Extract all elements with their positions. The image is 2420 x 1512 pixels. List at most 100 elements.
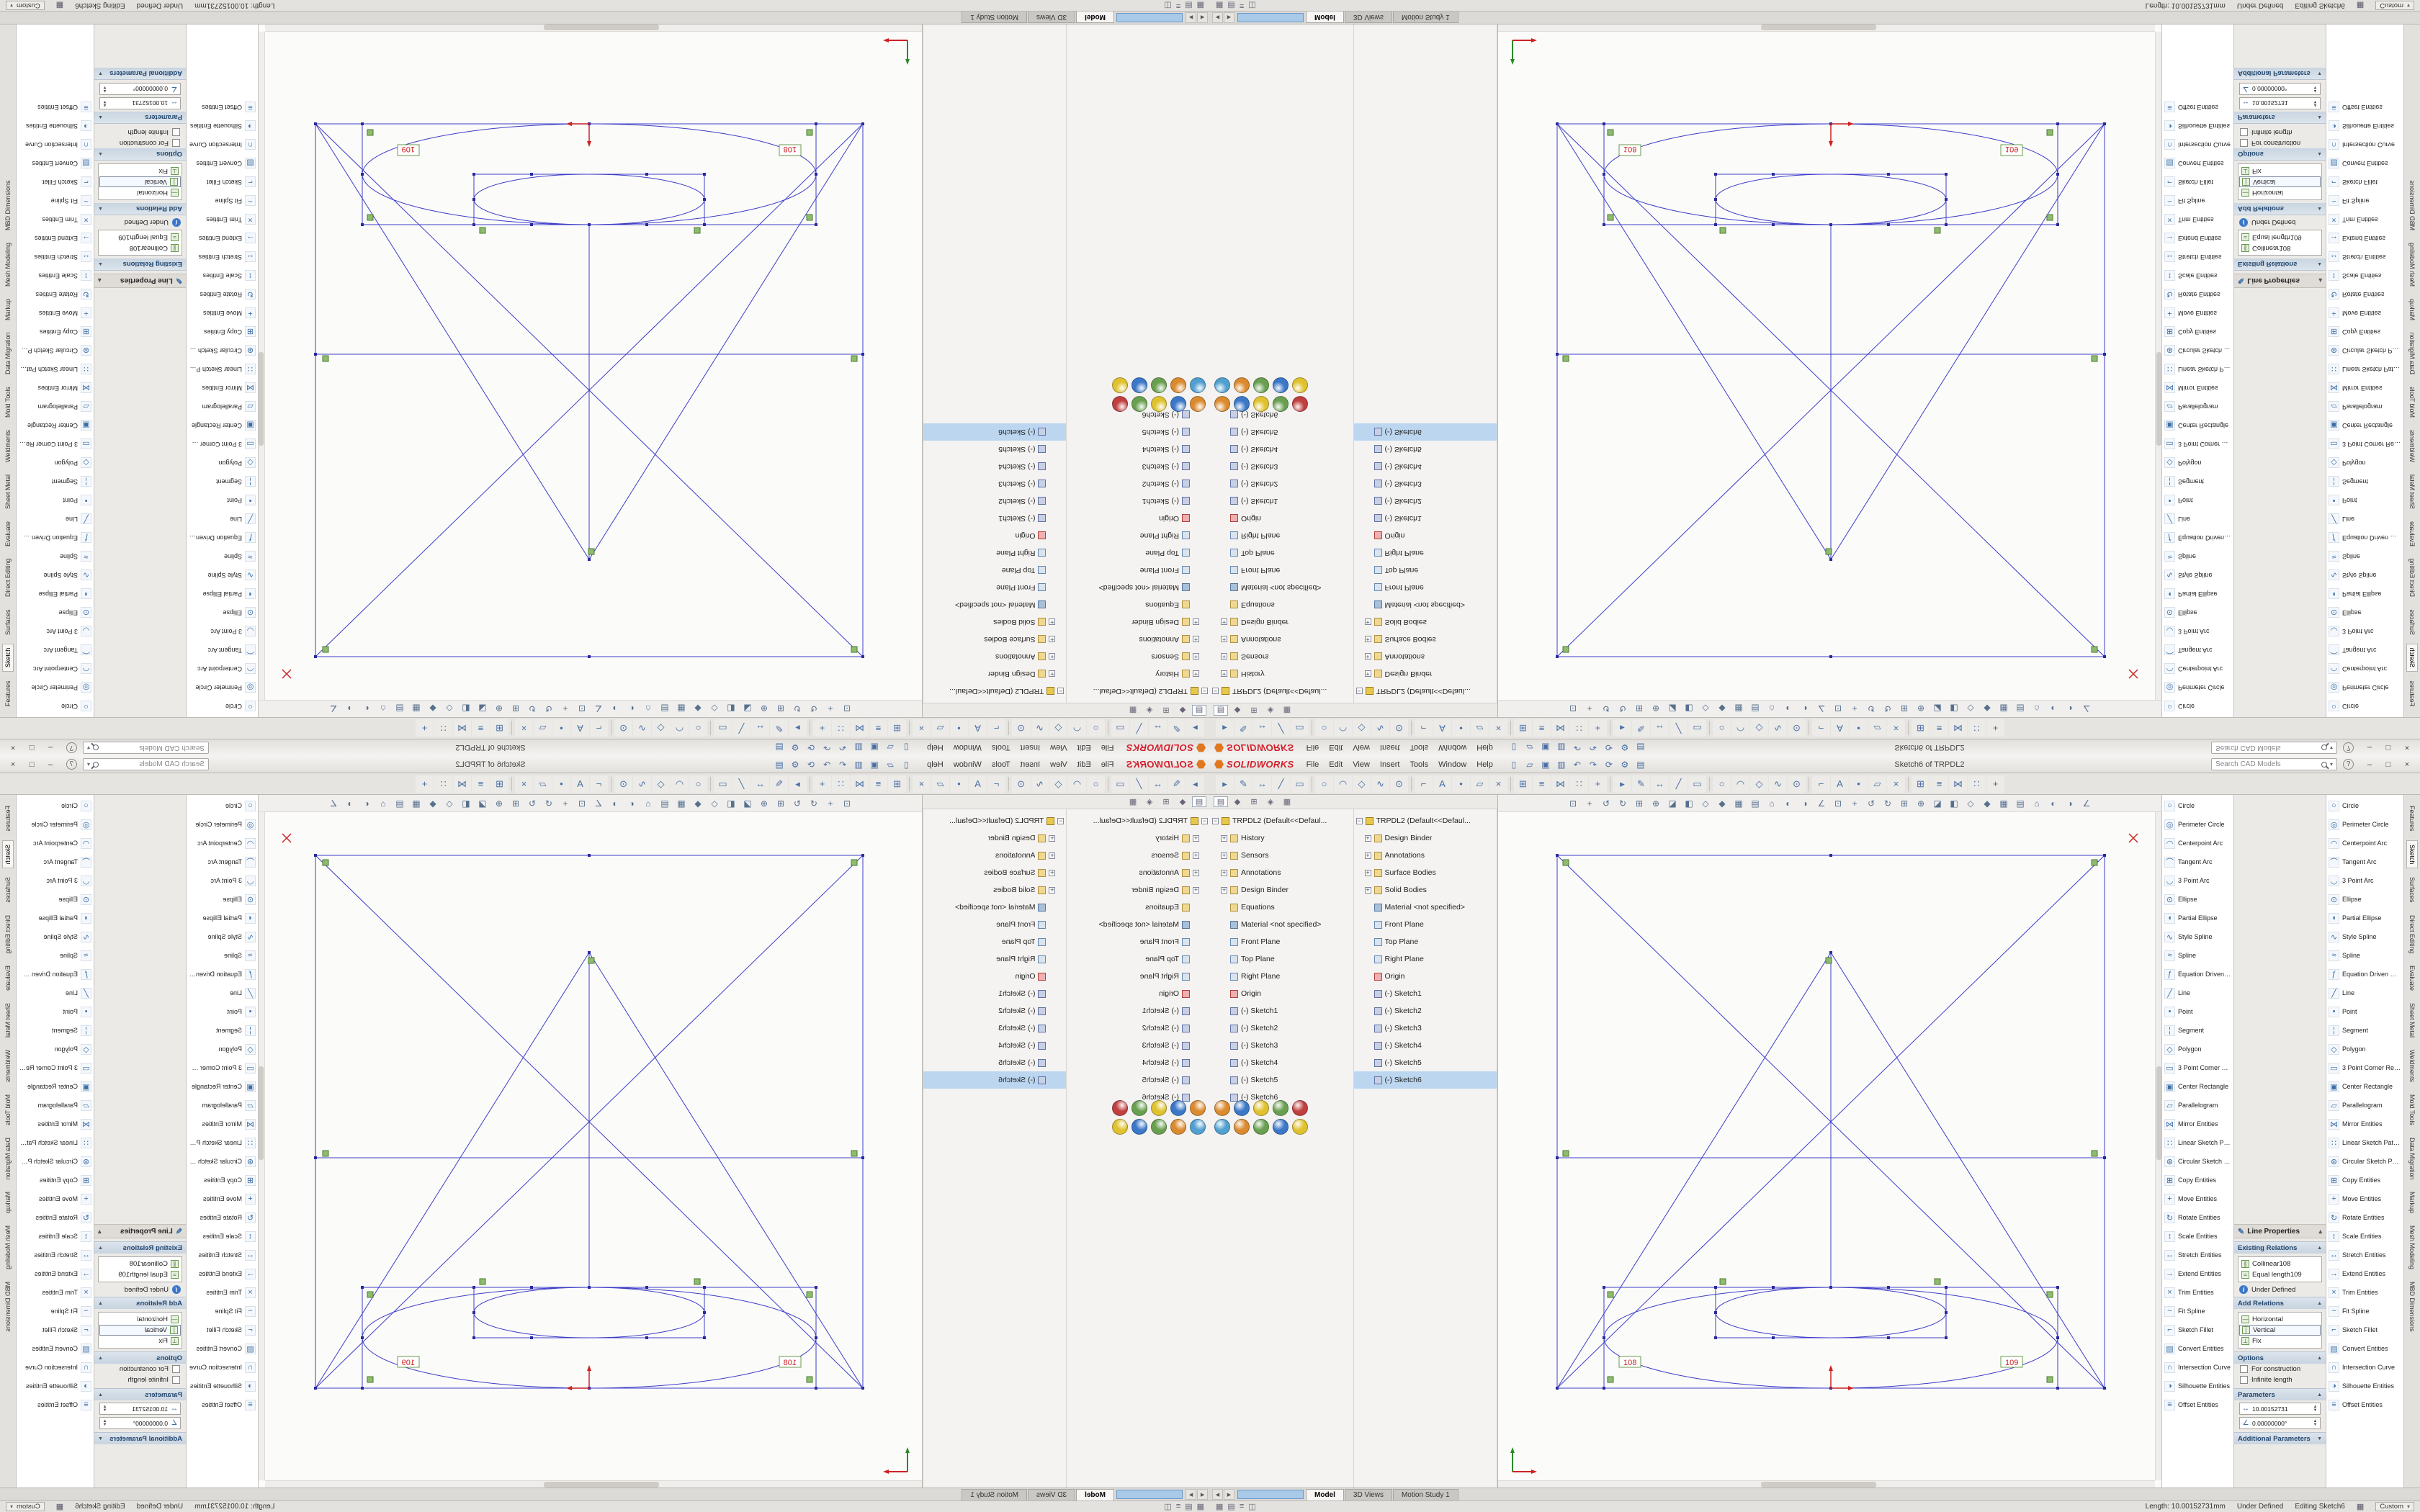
expand-icon[interactable]: + bbox=[1193, 868, 1199, 876]
display-style-icon[interactable]: ◧ bbox=[1685, 798, 1693, 809]
smart-dimension-icon[interactable]: ↔ bbox=[1253, 719, 1271, 737]
pan-icon[interactable]: + bbox=[828, 703, 833, 714]
tool-ellipse[interactable]: ⊙Ellipse bbox=[187, 603, 258, 622]
sketch-vertex[interactable] bbox=[2056, 1336, 2059, 1339]
tool-center-rectangle[interactable]: ▣Center Rectangle bbox=[2162, 1077, 2233, 1096]
configuration-manager-tab-icon[interactable]: ⊞ bbox=[1162, 706, 1170, 714]
tool-stretch-entities[interactable]: ↔Stretch Entities bbox=[2162, 248, 2233, 266]
zoom-fit-icon[interactable]: ⊡ bbox=[1834, 798, 1842, 809]
corner-rectangle-icon[interactable]: ▭ bbox=[1688, 719, 1706, 737]
custom-dropdown[interactable]: Custom ▾ bbox=[2375, 1, 2414, 10]
sketch-small-ellipse[interactable] bbox=[473, 174, 705, 225]
search-icon[interactable] bbox=[2321, 761, 2327, 768]
tab-mbd-dimensions[interactable]: MBD Dimensions bbox=[2408, 180, 2416, 230]
tree-item-top-plane[interactable]: Top Plane bbox=[1210, 950, 1353, 968]
option-infinite-length[interactable]: Infinite length bbox=[2234, 1374, 2326, 1385]
redo-icon[interactable]: ↷ bbox=[1589, 759, 1597, 770]
tree-item-right-plane[interactable]: Right Plane bbox=[1210, 968, 1353, 985]
tool-scale-entities[interactable]: ↕Scale Entities bbox=[17, 266, 94, 285]
tree-item-top-plane[interactable]: Top Plane bbox=[1067, 950, 1211, 968]
tab-features[interactable]: Features bbox=[2408, 680, 2416, 706]
trim-entities-icon[interactable]: × bbox=[515, 719, 533, 737]
redo-icon[interactable]: ↷ bbox=[823, 742, 831, 753]
convert-entities-icon[interactable]: ⊞ bbox=[888, 719, 906, 737]
option-for-construction[interactable]: For construction bbox=[94, 1364, 186, 1374]
spline-icon[interactable]: ∿ bbox=[633, 719, 651, 737]
vertical-scrollbar[interactable] bbox=[259, 812, 265, 1480]
sketch-tent-line[interactable] bbox=[588, 123, 864, 560]
tree-item-front-plane[interactable]: Front Plane bbox=[1067, 933, 1211, 950]
tab-direct-editing[interactable]: Direct Editing bbox=[2408, 914, 2416, 954]
tab-features[interactable]: Features bbox=[4, 806, 12, 832]
tool-circular-sketch-pattern[interactable]: ⊛Circular Sketch Pattern bbox=[2326, 341, 2403, 360]
tool-center-rectangle[interactable]: ▣Center Rectangle bbox=[187, 1077, 258, 1096]
tree-item-right-plane[interactable]: Right Plane bbox=[923, 950, 1067, 968]
line-icon[interactable]: ╱ bbox=[1670, 719, 1688, 737]
tab-sheet-metal[interactable]: Sheet Metal bbox=[2408, 1003, 2416, 1038]
tool-fit-spline[interactable]: ~Fit Spline bbox=[2162, 1302, 2233, 1320]
sketch-vertex[interactable] bbox=[530, 173, 533, 176]
sketch-vertex[interactable] bbox=[361, 223, 364, 226]
tab-scroll-left-icon[interactable]: ◀ bbox=[1197, 1489, 1208, 1500]
tree-item-origin[interactable]: Origin bbox=[1067, 510, 1211, 527]
tool-linear-sketch-pattern[interactable]: ∷Linear Sketch Pattern bbox=[187, 1133, 258, 1152]
shaded-icon[interactable]: ◆ bbox=[1984, 703, 1991, 714]
tool-move-entities[interactable]: +Move Entities bbox=[2326, 304, 2403, 323]
view-sphere-icon[interactable] bbox=[1131, 377, 1147, 393]
tree-item-sketch1[interactable]: (-) Sketch1 bbox=[923, 985, 1067, 1002]
tool-segment[interactable]: ¦Segment bbox=[187, 472, 258, 491]
tool-style-spline[interactable]: ∿Style Spline bbox=[17, 927, 94, 946]
view-sphere-icon[interactable] bbox=[1234, 396, 1250, 412]
add-relation-fix[interactable]: ⊥Fix bbox=[2239, 166, 2321, 176]
tree-item-sketch5[interactable]: (-) Sketch5 bbox=[923, 1054, 1067, 1071]
tool-polygon[interactable]: ◇Polygon bbox=[17, 1040, 94, 1058]
tree-item-sketch3[interactable]: (-) Sketch3 bbox=[1354, 1020, 1497, 1037]
linear-pattern-icon[interactable]: ∷ bbox=[434, 775, 452, 793]
length-parameter-field[interactable]: ↔10.00152731▲▼ bbox=[2239, 1403, 2321, 1415]
tool-rotate-entities[interactable]: ↻Rotate Entities bbox=[17, 285, 94, 304]
view-sphere-icon[interactable] bbox=[1112, 377, 1128, 393]
tree-item-sketch3[interactable]: (-) Sketch3 bbox=[1354, 475, 1497, 492]
sketch-vertex[interactable] bbox=[703, 173, 706, 176]
sketch-vertex[interactable] bbox=[472, 173, 475, 176]
expand-icon[interactable]: + bbox=[1193, 636, 1199, 644]
select-icon[interactable]: ▸ bbox=[789, 719, 807, 737]
zoom-area-icon[interactable]: ⊞ bbox=[1900, 703, 1909, 714]
centerpoint-arc-icon[interactable]: ◠ bbox=[1068, 719, 1086, 737]
expand-icon[interactable]: + bbox=[1193, 670, 1199, 678]
sketch-vertex[interactable] bbox=[361, 122, 364, 125]
shadows-icon[interactable]: ◑ bbox=[612, 798, 618, 809]
dimxpert-manager-tab-icon[interactable]: ◈ bbox=[1267, 798, 1274, 806]
relation-badge-icon[interactable] bbox=[588, 957, 595, 964]
tree-item-material-not-specified[interactable]: Material <not specified> bbox=[1067, 916, 1211, 933]
relation-equal-length109[interactable]: =Equal length109 bbox=[2239, 1269, 2321, 1280]
tool-centerpoint-arc[interactable]: ◠Centerpoint Arc bbox=[2162, 660, 2233, 678]
tree-item-surface-bodies[interactable]: +Surface Bodies bbox=[1354, 864, 1497, 881]
tool-convert-entities[interactable]: ▤Convert Entities bbox=[187, 1339, 258, 1358]
graphics-viewport[interactable]: ⊡+↺↻⊞⊕◪◧◇◆▦▤⌂◐◑∠⊡+↺↻⊞⊕◪◧◇◆▦▤⌂◐◑∠ bbox=[258, 795, 922, 1488]
tool-fit-spline[interactable]: ~Fit Spline bbox=[2162, 192, 2233, 210]
dimension-label-left[interactable]: 108 bbox=[779, 144, 802, 156]
tool-polygon[interactable]: ◇Polygon bbox=[17, 454, 94, 472]
add-relation-vertical[interactable]: │Vertical bbox=[2239, 176, 2321, 187]
move-entities-icon[interactable]: + bbox=[1986, 719, 2004, 737]
units-icon[interactable]: ▤ bbox=[1227, 1, 1235, 9]
zoom-in-out-icon[interactable]: ⊕ bbox=[495, 703, 503, 714]
sketch-vertex[interactable] bbox=[645, 173, 648, 176]
expand-icon[interactable]: − bbox=[1212, 816, 1219, 824]
menu-tools[interactable]: Tools bbox=[991, 743, 1010, 752]
zoom-in-out-icon[interactable]: ⊕ bbox=[1652, 798, 1660, 809]
tool-centerpoint-arc[interactable]: ◠Centerpoint Arc bbox=[187, 834, 258, 852]
doc-tab-3d-views[interactable]: 3D Views bbox=[1028, 12, 1076, 23]
text-icon[interactable]: A bbox=[1433, 719, 1451, 737]
sketch-vertex[interactable] bbox=[1829, 558, 1832, 561]
split-view-icon[interactable]: ◫ bbox=[1164, 1503, 1172, 1511]
sketch-vertex[interactable] bbox=[588, 854, 591, 857]
relation-badge-icon[interactable] bbox=[1562, 859, 1569, 866]
angle-icon[interactable]: ∠ bbox=[594, 703, 603, 714]
print-icon[interactable]: ▥ bbox=[854, 759, 863, 770]
tool-ellipse[interactable]: ⊙Ellipse bbox=[2326, 890, 2403, 909]
tool-circle[interactable]: ○Circle bbox=[2162, 697, 2233, 716]
tool-convert-entities[interactable]: ▤Convert Entities bbox=[2162, 1339, 2233, 1358]
pan-icon[interactable]: + bbox=[828, 798, 833, 809]
